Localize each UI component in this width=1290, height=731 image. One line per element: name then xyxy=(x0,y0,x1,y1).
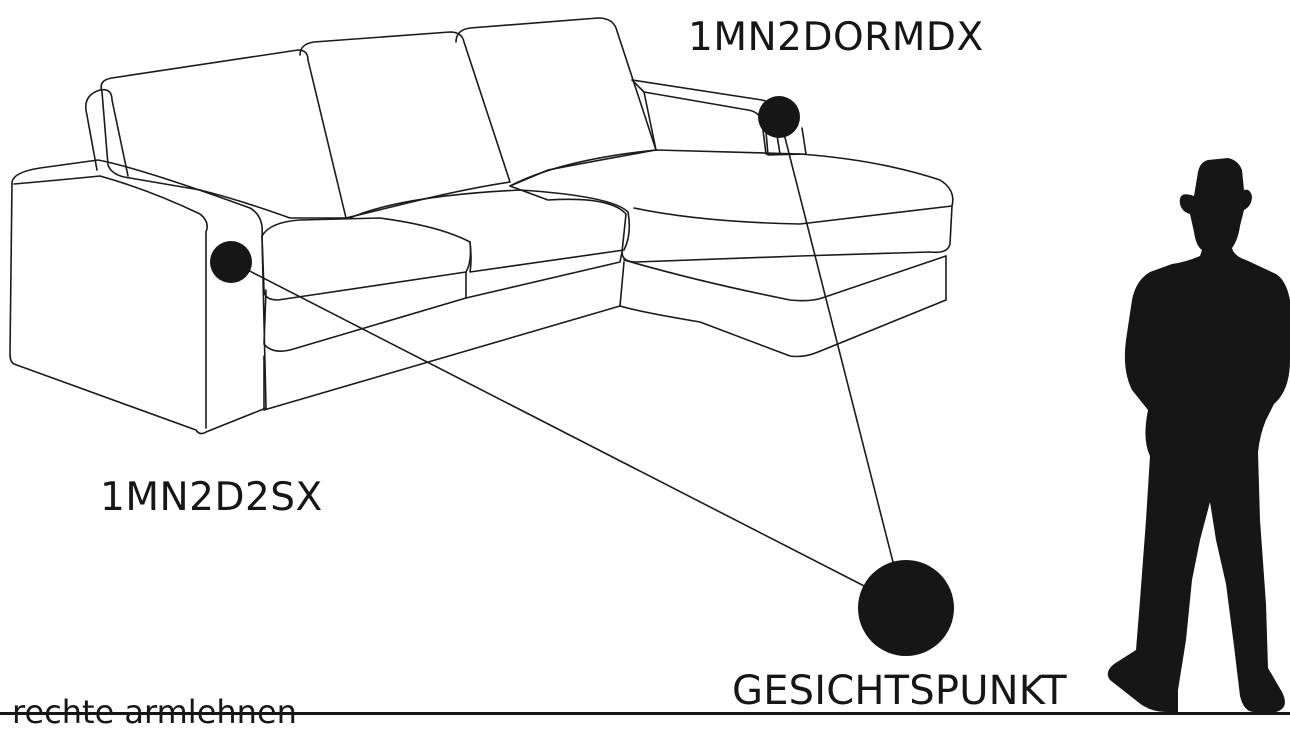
person-silhouette-icon xyxy=(1107,158,1290,712)
back-cushion-middle xyxy=(299,31,511,219)
back-bolster-left xyxy=(84,88,129,177)
marker-dot-left-armrest xyxy=(210,241,252,283)
sofa-drawing xyxy=(9,17,954,435)
sight-line-left xyxy=(231,261,873,591)
viewpoint-label: GESICHTSPUNKT xyxy=(732,668,1067,714)
viewpoint-dot xyxy=(858,560,954,656)
sight-lines xyxy=(231,117,895,591)
armrest-left-top xyxy=(13,175,208,429)
armrest-right-top xyxy=(643,91,657,151)
sofa-base-front xyxy=(263,305,621,411)
seat-cushion-left xyxy=(261,217,472,301)
chaise-seat xyxy=(509,149,954,263)
seat-front-left xyxy=(263,271,467,352)
chaise-base xyxy=(619,255,947,358)
bottom-note: rechte armlehnen xyxy=(12,693,297,731)
bottom-strip xyxy=(0,712,1290,715)
sofa-viewpoint-diagram xyxy=(0,17,1290,715)
marker-dot-right-armrest xyxy=(758,96,800,138)
seat-front-middle xyxy=(465,251,623,299)
chaise-base-line xyxy=(623,255,947,302)
armrest-right-base xyxy=(765,127,807,156)
back-cushion-left xyxy=(100,49,347,219)
seat-cushion-middle xyxy=(349,189,631,273)
back-cushion-right xyxy=(455,17,657,187)
armrest-left xyxy=(9,159,267,435)
module-label-left: 1MN2D2SX xyxy=(100,475,323,520)
sight-line-right xyxy=(779,117,895,567)
chaise-seat-front xyxy=(633,205,953,225)
module-label-right: 1MN2DORMDX xyxy=(688,15,984,60)
